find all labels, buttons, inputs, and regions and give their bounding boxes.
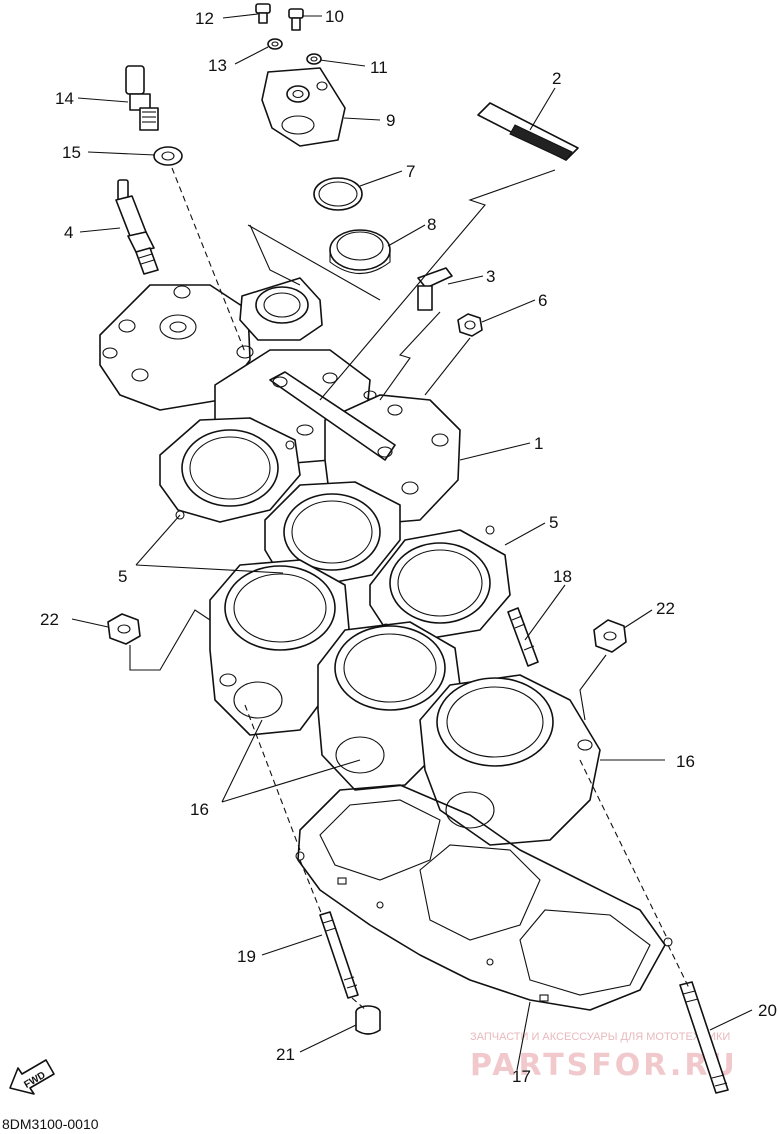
washer-13	[267, 38, 283, 50]
bolt-10	[288, 8, 304, 31]
stud-18	[507, 607, 539, 667]
callout-4: 4	[64, 223, 73, 242]
callout-9: 9	[386, 111, 395, 130]
nut-6	[457, 313, 483, 337]
cylinder-right-16	[419, 674, 601, 846]
callout-5-right: 5	[549, 513, 558, 532]
callout-16-right: 16	[676, 752, 695, 771]
watermark-logo: PARTSFOR.RU	[470, 1048, 738, 1083]
head-gasket-right-5	[369, 525, 511, 641]
assembly-lines	[129, 167, 691, 1011]
seal-ring-8	[329, 229, 391, 274]
callout-14: 14	[55, 89, 74, 108]
washer-15	[153, 146, 183, 166]
callout-22-left: 22	[40, 610, 59, 629]
head-gasket-left-5	[159, 417, 301, 523]
callout-17: 17	[512, 1067, 531, 1086]
callout-21: 21	[276, 1045, 295, 1064]
callout-2: 2	[552, 69, 561, 88]
nut-21	[355, 1005, 381, 1035]
callout-16-left: 16	[190, 800, 209, 819]
callout-7: 7	[406, 162, 415, 181]
fwd-arrow-icon: FWD	[9, 1059, 55, 1095]
callout-1: 1	[534, 434, 543, 453]
nut-22-right	[593, 619, 627, 653]
temp-sensor-14	[125, 65, 159, 131]
bolt-12	[255, 3, 271, 24]
o-ring-7	[313, 177, 363, 211]
callout-18: 18	[553, 567, 572, 586]
callout-5-left: 5	[118, 567, 127, 586]
callout-3: 3	[486, 267, 495, 286]
callout-13: 13	[208, 56, 227, 75]
diagram-code: 8DM3100-0010	[2, 1116, 99, 1132]
base-gasket-17	[295, 784, 673, 1011]
thermostat-cover-9	[261, 67, 346, 147]
callout-11: 11	[370, 58, 388, 77]
callout-20: 20	[758, 1001, 777, 1020]
stud-20	[679, 981, 729, 1094]
callout-19: 19	[237, 947, 256, 966]
callout-6: 6	[538, 291, 547, 310]
bleed-bolt-3	[417, 267, 453, 311]
callout-12: 12	[195, 9, 214, 28]
callout-10: 10	[325, 7, 344, 26]
callout-8: 8	[427, 215, 436, 234]
label-sticker-2	[477, 102, 579, 161]
callout-15: 15	[62, 143, 81, 162]
stud-19	[319, 911, 359, 999]
washer-11	[306, 53, 322, 65]
callout-22-right: 22	[656, 599, 675, 618]
nut-22-left	[107, 613, 141, 645]
watermark: ЗАПЧАСТИ И АКСЕССУАРЫ ДЛЯ МОТОТЕХНИКИ PA…	[470, 1031, 738, 1083]
spark-plug-4	[115, 179, 159, 275]
watermark-caption: ЗАПЧАСТИ И АКСЕССУАРЫ ДЛЯ МОТОТЕХНИКИ	[470, 1031, 730, 1043]
leader-lines	[71, 13, 753, 1071]
callout-labels: 12 10 13 11 9 14 15 4 2 7 8 3 6 1 5 5 18…	[40, 7, 777, 1086]
